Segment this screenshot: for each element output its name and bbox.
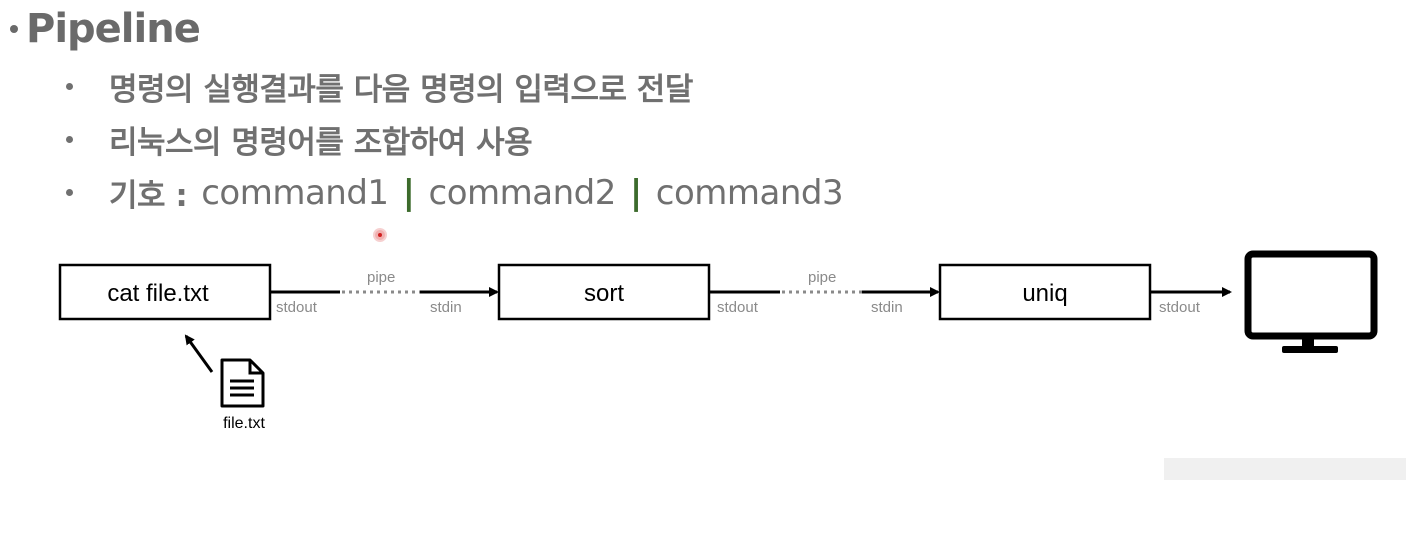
stdin-label: stdin — [871, 299, 903, 316]
title-text: Pipeline — [26, 6, 201, 52]
pipe-label: pipe — [367, 269, 395, 286]
monitor-icon — [1244, 250, 1378, 353]
bullet-dot — [66, 189, 73, 196]
bullet-text: 명령의 실행결과를 다음 명령의 입력으로 전달 — [109, 72, 693, 108]
process-box-sort — [497, 263, 711, 321]
command-2: command2 — [428, 172, 617, 213]
box-label-sort: sort — [584, 280, 624, 307]
pipe-symbol: | — [402, 172, 415, 213]
slide-title: Pipeline — [10, 6, 201, 52]
bullet-dot — [66, 136, 73, 143]
box-label-cat: cat file.txt — [107, 280, 209, 307]
stdin-label: stdin — [430, 299, 462, 316]
pipe-label: pipe — [808, 269, 836, 286]
bullet-item: 명령의 실행결과를 다음 명령의 입력으로 전달 — [66, 60, 843, 113]
stdout-label: stdout — [1159, 299, 1201, 316]
file-label: file.txt — [223, 415, 265, 432]
bullet-text: 리눅스의 명령어를 조합하여 사용 — [109, 125, 533, 161]
box-label-uniq: uniq — [1022, 280, 1067, 307]
bullet-dot — [66, 83, 73, 90]
stdout-label: stdout — [717, 299, 759, 316]
title-bullet — [10, 25, 18, 33]
pipe-symbol: | — [629, 172, 642, 213]
symbol-label: 기호 : — [109, 178, 188, 214]
bullet-item: 리눅스의 명령어를 조합하여 사용 — [66, 113, 843, 166]
bullet-list: 명령의 실행결과를 다음 명령의 입력으로 전달 리눅스의 명령어를 조합하여 … — [66, 60, 844, 219]
command-3: command3 — [655, 172, 844, 213]
file-input-arrow — [184, 334, 214, 373]
bullet-item: 기호 : command1 | command2 | command3 — [66, 166, 844, 219]
document-icon — [220, 358, 265, 408]
command-1: command1 — [201, 172, 389, 213]
decorative-bar — [1164, 458, 1406, 480]
process-box-cat — [58, 263, 272, 321]
pointer-cursor — [375, 230, 385, 240]
stdout-label: stdout — [276, 299, 318, 316]
